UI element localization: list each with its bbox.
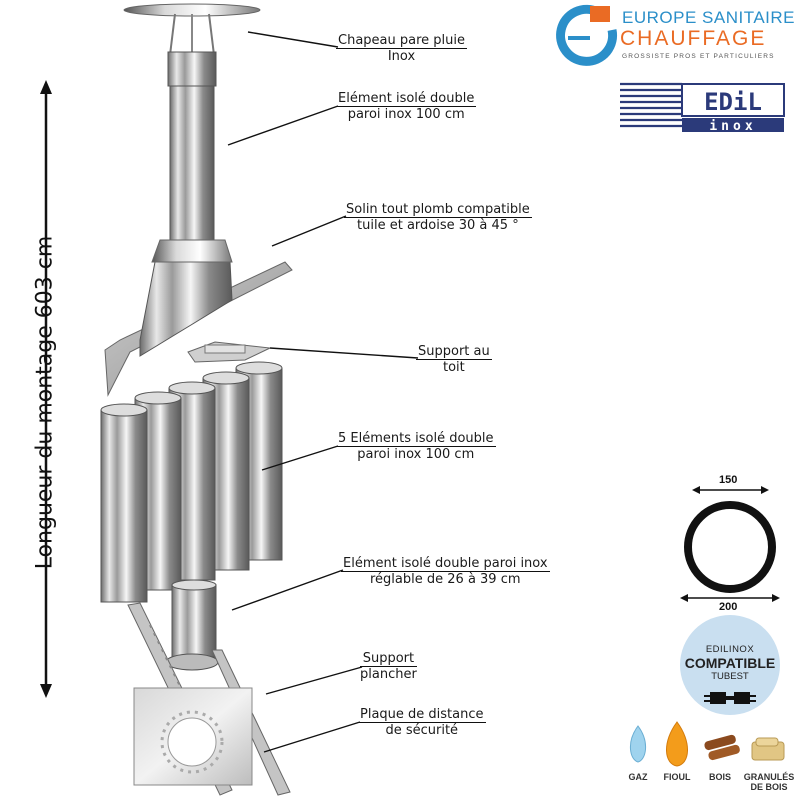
assembly-length-label: Longueur du montage 603 cm: [32, 235, 58, 570]
edil-text: EDiL: [704, 88, 762, 116]
brand-line2: CHAUFFAGE: [620, 27, 767, 50]
outer-diameter-label: 200: [719, 601, 738, 613]
compat-badge: [680, 615, 780, 715]
roof-support: [187, 341, 272, 363]
top-element: [169, 85, 215, 245]
compat-line2: COMPATIBLE: [684, 655, 776, 671]
brand-line3: GROSSISTE PROS ET PARTICULIERS: [622, 53, 775, 60]
fuel-label-fioul: FIOUL: [663, 772, 691, 782]
fuel-label-granules: GRANULÉS DE BOIS: [743, 772, 795, 792]
compat-line1: EDILINOX: [705, 644, 755, 655]
length-arrow: [40, 80, 52, 698]
five-elements: [100, 361, 283, 603]
wood-pellets-icon: [751, 737, 785, 761]
leader-lines: [227, 31, 419, 753]
plug-icon: [704, 692, 756, 704]
roof-flashing: [104, 239, 293, 397]
fuel-label-gaz: GAZ: [628, 772, 648, 782]
safety-plate: [133, 687, 253, 786]
compat-line3: TUBEST: [711, 671, 749, 682]
diameter-diagram: [680, 486, 780, 602]
europe-sanitaire-logo-icon: [556, 4, 618, 66]
fuel-label-bois: BOIS: [708, 772, 731, 782]
inner-diameter-label: 150: [719, 474, 738, 486]
inox-text: inox: [709, 119, 756, 134]
gas-icon: [630, 725, 646, 763]
rain-cap: [123, 3, 261, 87]
wood-icon: [704, 734, 740, 761]
edil-inox-logo: EDiL inox: [618, 80, 786, 134]
brand-line1: EUROPE SANITAIRE: [622, 8, 795, 27]
fuel-oil-icon: [666, 721, 688, 767]
adjustable-element: [165, 579, 219, 671]
